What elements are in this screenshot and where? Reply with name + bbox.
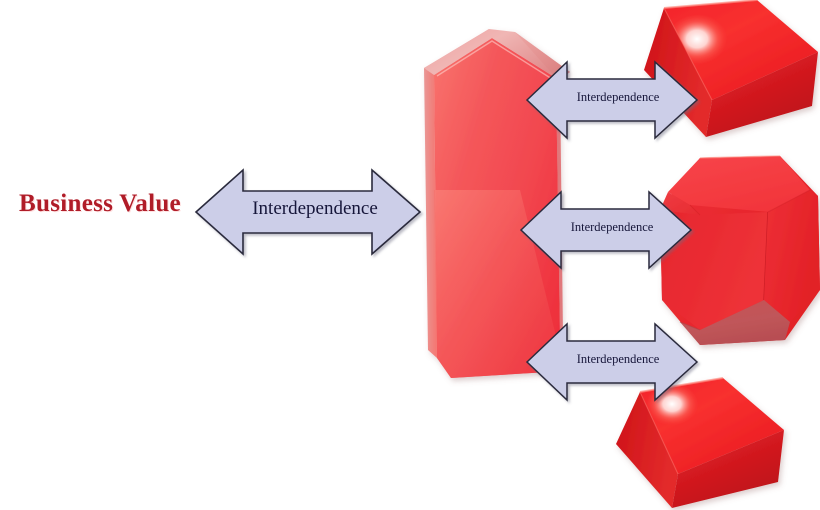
arrow-main [194,168,422,256]
cube-shape-top [644,0,818,137]
arrow-middle [519,190,693,270]
arrow-bottom [525,322,699,402]
arrow-top [525,60,699,140]
pentagon-prism-shape [424,29,570,378]
dodecahedron-shape [660,155,820,345]
cube-shape-bottom [616,377,784,508]
